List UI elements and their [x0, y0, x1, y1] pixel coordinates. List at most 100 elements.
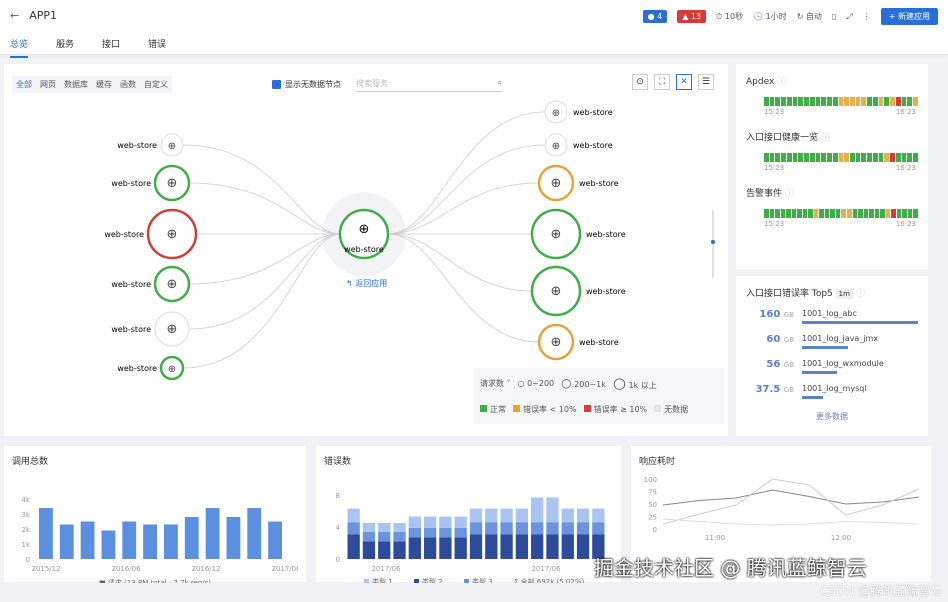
strip-cell[interactable] — [884, 153, 890, 162]
strip-cell[interactable] — [841, 209, 846, 218]
service-node-right[interactable]: ⊕web-store — [544, 100, 613, 124]
strip-cell[interactable] — [846, 209, 852, 218]
strip-cell[interactable] — [867, 153, 872, 162]
strip-cell[interactable] — [863, 209, 869, 218]
strip-cell[interactable] — [901, 153, 907, 162]
service-node-right[interactable]: ⊕web-store — [530, 265, 626, 317]
strip-cell[interactable] — [798, 97, 804, 106]
strip-cell[interactable] — [764, 153, 769, 162]
zoom-slider[interactable] — [711, 210, 715, 278]
strip-cell[interactable] — [792, 97, 798, 106]
strip-cell[interactable] — [913, 97, 918, 106]
strip-cell[interactable] — [872, 153, 878, 162]
strip-cell[interactable] — [835, 209, 841, 218]
list-view-icon[interactable]: ☰ — [698, 74, 714, 90]
strip-cell[interactable] — [896, 209, 902, 218]
filter-func[interactable]: 函数 — [120, 80, 136, 89]
strip-cell[interactable] — [792, 153, 798, 162]
strip-cell[interactable] — [813, 209, 819, 218]
strip-cell[interactable] — [775, 153, 781, 162]
more-icon[interactable]: ⋮ — [862, 12, 871, 21]
strip-cell[interactable] — [850, 153, 855, 162]
tab-overview[interactable]: 总览 — [10, 37, 29, 58]
strip-cell[interactable] — [819, 209, 824, 218]
strip-cell[interactable] — [821, 97, 827, 106]
back-to-app-link[interactable]: ↰ 返回应用 — [346, 279, 388, 288]
strip-cell[interactable] — [874, 209, 880, 218]
filter-all[interactable]: 全部 — [16, 80, 32, 89]
service-node-left[interactable]: ⊕web-store — [104, 208, 198, 260]
strip-cell[interactable] — [858, 209, 863, 218]
strip-cell[interactable] — [878, 153, 884, 162]
alert-badge[interactable]: ▲ 13 — [677, 10, 707, 23]
strip-cell[interactable] — [815, 153, 821, 162]
strip-cell[interactable] — [885, 209, 891, 218]
strip-cell[interactable] — [786, 153, 792, 162]
zoom-slider-handle[interactable] — [711, 240, 715, 244]
tab-interfaces[interactable]: 接口 — [102, 40, 121, 50]
strip-cell[interactable] — [802, 209, 808, 218]
metric-select[interactable]: 请求数 ˅ — [480, 378, 511, 388]
strip-cell[interactable] — [838, 97, 844, 106]
strip-cell[interactable] — [827, 153, 832, 162]
service-node-left[interactable]: ⊕web-store — [111, 311, 190, 347]
tab-errors[interactable]: 错误 — [148, 40, 167, 50]
strip-cell[interactable] — [809, 97, 815, 106]
strip-cell[interactable] — [907, 209, 913, 218]
strip-cell[interactable] — [902, 209, 907, 218]
filter-cache[interactable]: 缓存 — [96, 80, 112, 89]
strip-cell[interactable] — [913, 153, 918, 162]
strip-cell[interactable] — [824, 209, 830, 218]
strip-cell[interactable] — [780, 209, 786, 218]
strip-cell[interactable] — [798, 153, 804, 162]
strip-cell[interactable] — [775, 97, 781, 106]
show-no-data-checkbox[interactable]: 显示无数据节点 — [272, 79, 341, 90]
search-input[interactable]: 搜索服务⌕ — [356, 78, 502, 92]
strip-cell[interactable] — [764, 97, 769, 106]
strip-cell[interactable] — [907, 153, 913, 162]
filter-custom[interactable]: 自定义 — [144, 80, 168, 89]
filter-web[interactable]: 网页 — [40, 80, 56, 89]
strip-cell[interactable] — [861, 153, 867, 162]
strip-cell[interactable] — [821, 153, 827, 162]
strip-cell[interactable] — [895, 153, 901, 162]
strip-cell[interactable] — [913, 209, 918, 218]
strip-cell[interactable] — [869, 209, 874, 218]
strip-cell[interactable] — [832, 153, 838, 162]
strip-cell[interactable] — [769, 97, 775, 106]
strip-cell[interactable] — [827, 97, 832, 106]
locate-icon[interactable]: ⊙ — [632, 74, 648, 90]
arrow-left-icon[interactable]: ← — [10, 9, 20, 22]
new-app-button[interactable]: + 新建应用 — [880, 8, 938, 25]
strip-cell[interactable] — [867, 97, 872, 106]
strip-cell[interactable] — [830, 209, 835, 218]
strip-cell[interactable] — [861, 97, 867, 106]
strip-cell[interactable] — [769, 209, 775, 218]
refresh-interval[interactable]: ⏱ 10秒 — [716, 12, 744, 21]
strip-cell[interactable] — [808, 209, 813, 218]
strip-cell[interactable] — [872, 97, 878, 106]
strip-cell[interactable] — [855, 97, 861, 106]
strip-cell[interactable] — [891, 209, 896, 218]
service-node-right[interactable]: ⊕web-store — [530, 208, 626, 260]
service-node-right[interactable]: ⊕web-store — [537, 164, 619, 202]
strip-cell[interactable] — [786, 97, 792, 106]
strip-cell[interactable] — [791, 209, 797, 218]
strip-cell[interactable] — [781, 97, 786, 106]
strip-cell[interactable] — [880, 209, 885, 218]
strip-cell[interactable] — [884, 97, 890, 106]
strip-cell[interactable] — [890, 97, 895, 106]
strip-cell[interactable] — [815, 97, 821, 106]
strip-cell[interactable] — [769, 153, 775, 162]
graph-view-icon[interactable]: ✕ — [676, 74, 692, 90]
strip-cell[interactable] — [804, 97, 809, 106]
strip-cell[interactable] — [786, 209, 791, 218]
time-range[interactable]: 🕓 1小时 — [753, 12, 787, 21]
strip-cell[interactable] — [764, 209, 769, 218]
strip-cell[interactable] — [890, 153, 895, 162]
service-node-left[interactable]: ⊕web-store — [117, 133, 184, 157]
service-node-right[interactable]: ⊕web-store — [544, 133, 613, 157]
